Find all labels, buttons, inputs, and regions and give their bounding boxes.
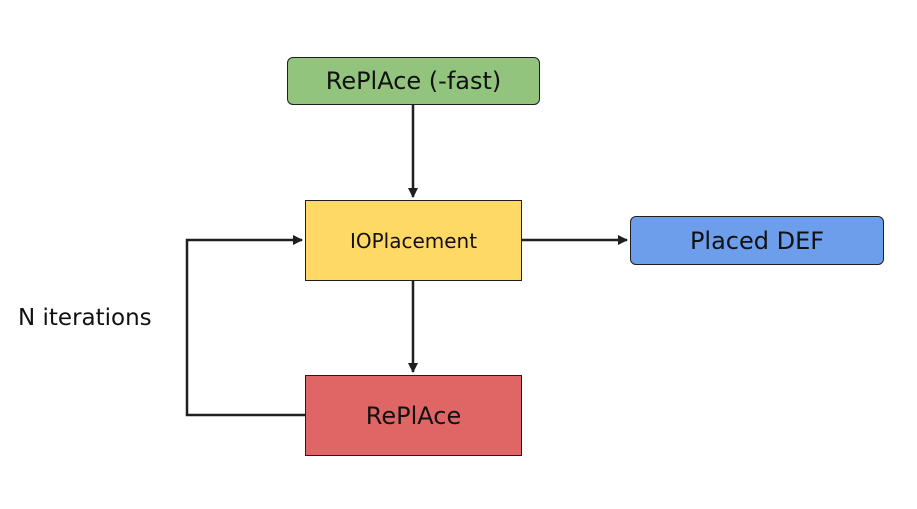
node-placed-def-label: Placed DEF bbox=[689, 226, 825, 255]
node-replace-fast: RePlAce (-fast) bbox=[287, 57, 540, 105]
node-replace: RePlAce bbox=[305, 375, 522, 456]
node-ioplacement-label: IOPlacement bbox=[349, 228, 478, 253]
node-replace-label: RePlAce bbox=[365, 401, 462, 430]
loop-label: N iterations bbox=[18, 305, 152, 331]
edge-replace-loop-to-ioplacement bbox=[185, 235, 305, 417]
node-ioplacement: IOPlacement bbox=[305, 200, 522, 281]
node-replace-fast-label: RePlAce (-fast) bbox=[325, 67, 502, 95]
node-placed-def: Placed DEF bbox=[630, 216, 884, 265]
